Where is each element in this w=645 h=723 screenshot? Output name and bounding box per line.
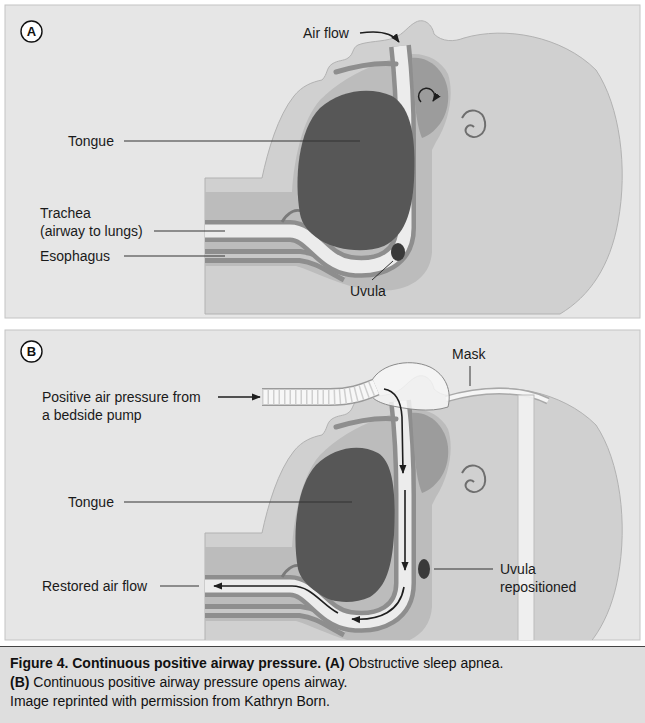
caption-word: Continuous xyxy=(72,655,150,671)
caption-word: airway xyxy=(159,674,199,690)
leader-line xyxy=(470,366,471,386)
caption-word: Born. xyxy=(296,693,329,709)
label-word: Trachea xyxy=(40,205,91,221)
leader-line xyxy=(124,256,225,257)
part-label: Air flow xyxy=(303,24,349,42)
part-label: Uvula xyxy=(350,282,386,300)
caption-word: sleep xyxy=(423,655,456,671)
label-word: pressure xyxy=(114,389,168,405)
part-label: Trachea (airway to lungs) xyxy=(40,204,143,240)
label-word: air xyxy=(95,389,111,405)
caption-word: opens xyxy=(262,674,300,690)
caption-word: permission xyxy=(141,693,209,709)
part-label: Uvula repositioned xyxy=(500,560,576,596)
figure-caption: Figure 4. Continuous positive airway pre… xyxy=(10,654,635,711)
panel-letter: A xyxy=(20,20,43,43)
hose xyxy=(262,387,376,397)
caption-word: 4. xyxy=(57,655,69,671)
head-section xyxy=(205,376,622,640)
label-word: repositioned xyxy=(500,579,576,595)
caption-word: Obstructive xyxy=(348,655,419,671)
label-word: Positive xyxy=(42,389,91,405)
caption-word: reprinted xyxy=(53,693,108,709)
leader-line xyxy=(124,141,360,142)
panel-letter: B xyxy=(20,340,43,363)
circle-outline xyxy=(21,21,42,42)
panel-letter-circle: A xyxy=(20,20,43,43)
hose-ribs xyxy=(262,387,376,397)
caption-word: with xyxy=(112,693,137,709)
leader-line xyxy=(154,231,225,232)
caption-word: Continuous xyxy=(33,674,104,690)
air-arrow xyxy=(384,389,403,473)
panel-b-figure xyxy=(205,363,622,640)
leader-line xyxy=(124,502,352,503)
label-word: lungs) xyxy=(105,223,143,239)
caption-word: pressure. xyxy=(258,655,321,671)
circle-outline xyxy=(21,341,42,362)
uvula xyxy=(418,559,430,579)
hose xyxy=(262,387,376,397)
pump-arrow xyxy=(218,396,260,397)
caption-word: from xyxy=(212,693,240,709)
part-label: Tongue xyxy=(68,132,114,150)
label-word: to xyxy=(89,223,101,239)
caption-word: apnea. xyxy=(461,655,504,671)
panel-letter-circle: B xyxy=(20,340,43,363)
caption-word: (B) xyxy=(10,674,29,690)
leader-line xyxy=(160,586,199,587)
leader-line xyxy=(434,569,493,570)
part-label: Positive air pressure from a bedside pum… xyxy=(42,388,201,424)
air-arrow xyxy=(214,586,338,613)
mask xyxy=(369,363,449,410)
caption-band xyxy=(0,646,645,723)
air-arrow xyxy=(404,490,406,570)
caption-rule xyxy=(0,646,645,647)
leader-line xyxy=(372,261,393,280)
panel-a xyxy=(5,5,640,318)
label-word: a xyxy=(42,407,50,423)
caption-word: Image xyxy=(10,693,49,709)
caption-word: (A) xyxy=(325,655,344,671)
leader-lines xyxy=(124,141,493,586)
label-word: Uvula xyxy=(500,561,536,577)
head-section xyxy=(205,21,622,314)
label-word: bedside xyxy=(54,407,103,423)
air-arrow xyxy=(352,587,404,619)
label-word: pump xyxy=(107,407,142,423)
head-strap xyxy=(518,395,534,640)
circulating-air-arrow xyxy=(419,88,435,102)
part-label: Mask xyxy=(452,345,485,363)
caption-word: Kathryn xyxy=(244,693,292,709)
caption-word: airway. xyxy=(304,674,347,690)
panel-a-art xyxy=(205,21,622,314)
uvula xyxy=(391,243,405,261)
tongue xyxy=(295,448,394,602)
label-word: (airway xyxy=(40,223,85,239)
caption-word: positive xyxy=(108,674,155,690)
caption-word: positive xyxy=(154,655,207,671)
caption-word: airway xyxy=(211,655,255,671)
tongue-collapsed xyxy=(297,91,414,251)
air-flow-arrow xyxy=(360,32,399,42)
panel-b-art xyxy=(205,363,622,640)
caption-word: Figure xyxy=(10,655,53,671)
caption-word: pressure xyxy=(204,674,258,690)
part-label: Esophagus xyxy=(40,247,110,265)
part-label: Restored air flow xyxy=(42,577,147,595)
part-label: Tongue xyxy=(68,493,114,511)
label-word: from xyxy=(173,389,201,405)
